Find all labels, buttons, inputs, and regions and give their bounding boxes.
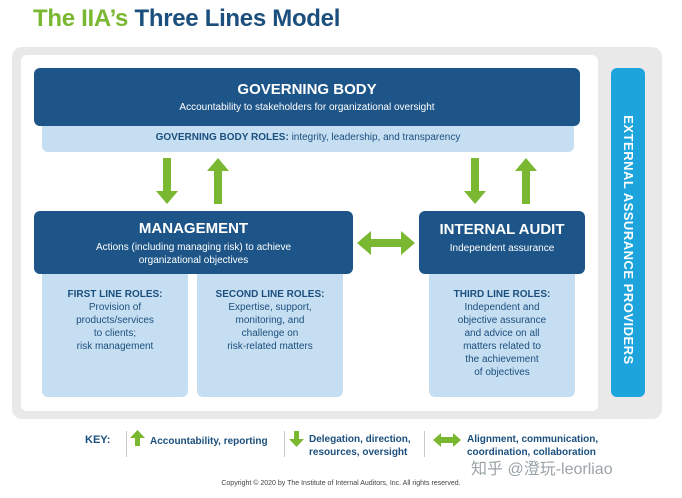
first-line-text-4: risk management bbox=[76, 341, 154, 352]
third-line-roles: THIRD LINE ROLES: Independent and object… bbox=[429, 274, 575, 397]
key-both-arrow-icon bbox=[433, 433, 461, 447]
first-line-text-1: Provision of bbox=[88, 302, 142, 313]
key-delegation-line-1: Delegation, direction, bbox=[309, 434, 411, 445]
key-delegation-line-2: resources, oversight bbox=[309, 447, 408, 458]
arrow-up-audit-to-governing bbox=[515, 158, 537, 204]
third-line-text-1: Independent and bbox=[464, 302, 540, 313]
key-up-arrow-icon bbox=[130, 430, 145, 446]
key-alignment-line-2: coordination, collaboration bbox=[467, 447, 596, 458]
management-subtitle: Actions (including managing risk) to ach… bbox=[34, 241, 353, 267]
first-line-text-3: to clients; bbox=[93, 328, 137, 339]
third-line-text-3: and advice on all bbox=[464, 328, 540, 339]
internal-audit-box: INTERNAL AUDIT Independent assurance bbox=[419, 211, 585, 274]
management-heading: MANAGEMENT bbox=[138, 220, 249, 237]
title-part-iia: The IIA’s bbox=[33, 5, 129, 32]
key-divider-2 bbox=[284, 431, 285, 457]
arrow-both-management-audit bbox=[357, 231, 415, 255]
second-line-text-2: monitoring, and bbox=[235, 315, 305, 326]
governing-body-roles-label: GOVERNING BODY ROLES: bbox=[155, 132, 289, 143]
third-line-heading: THIRD LINE ROLES: bbox=[453, 289, 551, 300]
third-line-text-6: of objectives bbox=[474, 367, 530, 378]
page-title: The IIA’s Three Lines Model bbox=[33, 5, 340, 33]
governing-body-box: GOVERNING BODY Accountability to stakeho… bbox=[34, 68, 580, 126]
first-line-heading: FIRST LINE ROLES: bbox=[67, 289, 163, 300]
arrow-up-management-to-governing bbox=[207, 158, 229, 204]
watermark: 知乎 @澄玩-leorliao bbox=[471, 461, 613, 478]
management-subtitle-line-1: Actions (including managing risk) to ach… bbox=[95, 242, 292, 253]
second-line-heading: SECOND LINE ROLES: bbox=[215, 289, 325, 300]
key-label: KEY: bbox=[85, 434, 111, 446]
second-line-text-1: Expertise, support, bbox=[228, 302, 312, 313]
key-divider-3 bbox=[424, 431, 425, 457]
third-line-text-4: matters related to bbox=[463, 341, 541, 352]
third-line-text-5: the achievement bbox=[465, 354, 539, 365]
management-subtitle-line-2: organizational objectives bbox=[138, 255, 249, 266]
key-divider-1 bbox=[126, 431, 127, 457]
arrow-down-governing-to-audit bbox=[464, 158, 486, 204]
key-delegation-text: Delegation, direction, resources, oversi… bbox=[309, 433, 411, 459]
copyright-notice: Copyright © 2020 by The Institute of Int… bbox=[221, 480, 461, 487]
external-assurance-bar bbox=[611, 68, 645, 397]
key-alignment-text: Alignment, communication, coordination, … bbox=[467, 433, 598, 459]
key-accountability-text: Accountability, reporting bbox=[150, 436, 268, 447]
third-line-text-2: objective assurance bbox=[457, 315, 547, 326]
first-line-text-2: products/services bbox=[76, 315, 154, 326]
second-line-text-4: risk-related matters bbox=[227, 341, 313, 352]
key-alignment-line-1: Alignment, communication, bbox=[467, 434, 599, 445]
management-box: MANAGEMENT Actions (including managing r… bbox=[34, 211, 353, 274]
key-down-arrow-icon bbox=[289, 431, 304, 447]
title-part-model: Three Lines Model bbox=[134, 5, 341, 32]
first-line-roles: FIRST LINE ROLES: Provision of products/… bbox=[42, 274, 188, 397]
governing-body-heading: GOVERNING BODY bbox=[237, 81, 377, 98]
governing-body-roles-text: integrity, leadership, and transparency bbox=[291, 132, 461, 143]
second-line-text-3: challenge on bbox=[241, 328, 299, 339]
second-line-roles: SECOND LINE ROLES: Expertise, support, m… bbox=[197, 274, 343, 397]
internal-audit-subtitle: Independent assurance bbox=[449, 243, 555, 254]
arrow-down-governing-to-management bbox=[156, 158, 178, 204]
governing-body-subtitle: Accountability to stakeholders for organ… bbox=[179, 102, 435, 113]
internal-audit-heading: INTERNAL AUDIT bbox=[439, 221, 565, 238]
